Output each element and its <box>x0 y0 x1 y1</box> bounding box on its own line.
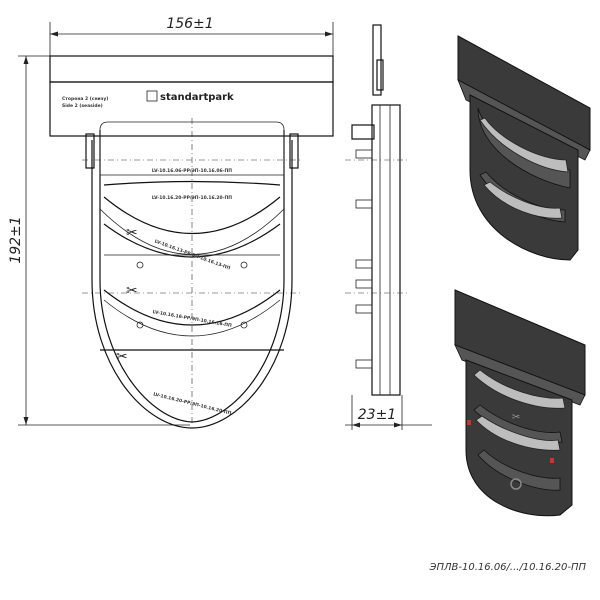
arc-label-4: LV-10.16.16-PP/ЭП-10.16.16-ПП <box>152 309 232 329</box>
scissors-icon: ✂ <box>126 283 138 299</box>
arc-label-1: LV-10.16.06-PP/ЭП-10.16.06-ПП <box>152 168 232 174</box>
side-label-ru: Сторона 2 (снизу) <box>62 96 108 102</box>
brand-label: standartpark <box>160 92 234 103</box>
scissors-icon: ✂ <box>126 225 138 241</box>
front-view: 156±1 192±1 standartpark Сторона 2 (сниз… <box>8 16 334 429</box>
scissors-icon: ✂ <box>116 349 128 365</box>
isometric-view-bottom: ✂ <box>454 289 586 517</box>
depth-dimension: 23±1 <box>358 407 396 423</box>
width-dimension: 156±1 <box>166 16 213 32</box>
height-dimension: 192±1 <box>8 216 24 263</box>
side-view: 23±1 <box>345 24 432 430</box>
isometric-view-top <box>457 35 591 261</box>
arc-label-2: LV-10.16.20-PP/ЭП-10.16.20-ПП <box>152 195 232 201</box>
scissors-icon: ✂ <box>512 412 520 423</box>
drawing-caption: ЭПЛВ-10.16.06/.../10.16.20-ПП <box>429 562 587 573</box>
side-label-en: Side 2 (seaside) <box>62 103 103 109</box>
